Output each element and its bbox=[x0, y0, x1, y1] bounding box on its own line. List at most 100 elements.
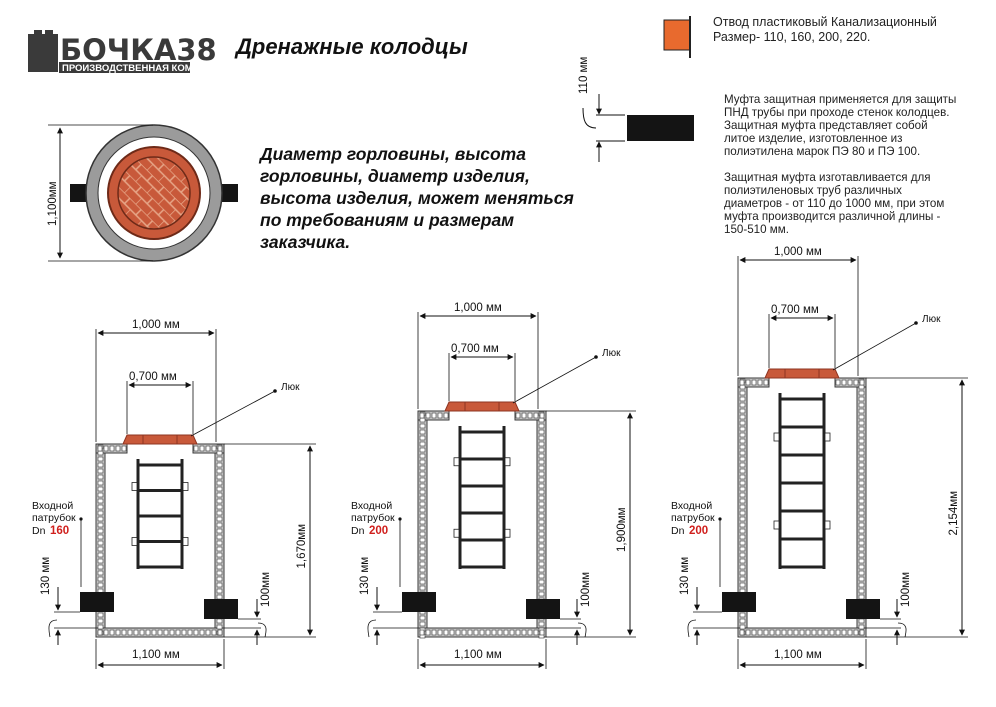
wall-block bbox=[157, 629, 163, 636]
wall-block bbox=[151, 629, 157, 636]
wall-block bbox=[419, 412, 425, 419]
wall-block bbox=[858, 618, 865, 624]
ladder-bracket bbox=[182, 482, 189, 491]
logo-subtitle: ПРОИЗВОДСТВЕННАЯ КОМПАНИЯ bbox=[62, 63, 227, 74]
ladder-bracket bbox=[504, 528, 511, 538]
wall-block bbox=[538, 489, 545, 495]
wall-block bbox=[739, 402, 746, 408]
wall-block bbox=[739, 438, 746, 444]
wall-block bbox=[858, 408, 865, 414]
wall-block bbox=[841, 379, 847, 386]
wall-block bbox=[739, 516, 746, 522]
wall-block bbox=[538, 501, 545, 507]
wall-block bbox=[739, 564, 746, 570]
wall-block bbox=[97, 474, 104, 480]
wall-block bbox=[97, 510, 104, 516]
wall-block bbox=[527, 412, 533, 419]
wall-block bbox=[109, 445, 115, 452]
wall-block bbox=[793, 629, 799, 636]
wall-block bbox=[781, 629, 787, 636]
wall-block bbox=[419, 447, 426, 453]
wall-block bbox=[419, 501, 426, 507]
wall-block bbox=[97, 570, 104, 576]
wall-block bbox=[739, 414, 746, 420]
left-offset-label: 130 мм bbox=[679, 557, 691, 595]
wall-block bbox=[437, 629, 443, 636]
top-view: 1,100мм bbox=[47, 124, 238, 262]
wall-block bbox=[538, 477, 545, 483]
outlet-pipe bbox=[526, 599, 560, 619]
wall-block bbox=[739, 510, 746, 516]
wall-block bbox=[739, 540, 746, 546]
wall-block bbox=[533, 412, 539, 419]
wall-block bbox=[745, 379, 751, 386]
dn-value: 160 bbox=[50, 525, 69, 537]
wall-block bbox=[835, 629, 841, 636]
hatch-leader-dot bbox=[273, 389, 277, 393]
top-width-label: 1,000 мм bbox=[774, 246, 822, 258]
wall-block bbox=[216, 504, 223, 510]
wall-block bbox=[817, 629, 823, 636]
dn-value: 200 bbox=[369, 525, 388, 537]
description-line-4: по требованиям и размерам bbox=[260, 210, 514, 230]
sleeve-illustration: 110 мм bbox=[578, 57, 694, 162]
wall-block bbox=[216, 474, 223, 480]
wall-block bbox=[449, 629, 455, 636]
bottom-width-label: 1,100 мм bbox=[132, 649, 180, 661]
wall-block bbox=[216, 576, 223, 582]
wall-block bbox=[799, 629, 805, 636]
wall-block bbox=[858, 546, 865, 552]
wall-block bbox=[751, 629, 757, 636]
wall-block bbox=[127, 629, 133, 636]
wall-block bbox=[538, 495, 545, 501]
wall-block bbox=[97, 546, 104, 552]
wall-block bbox=[419, 441, 426, 447]
branch-pipe-icon bbox=[663, 19, 691, 51]
wall-block bbox=[858, 492, 865, 498]
wall-block bbox=[739, 504, 746, 510]
well-wall bbox=[737, 377, 867, 638]
dimension-hook bbox=[367, 619, 377, 638]
wall-block bbox=[739, 498, 746, 504]
wall-block bbox=[538, 447, 545, 453]
inlet-label-line-2: патрубок bbox=[32, 512, 76, 524]
wall-block bbox=[538, 471, 545, 477]
hatch-label: Люк bbox=[602, 348, 621, 359]
wall-block bbox=[419, 513, 426, 519]
wall-block bbox=[187, 629, 193, 636]
wall-block bbox=[216, 594, 223, 600]
description-line-3: высота изделия, может меняться bbox=[260, 188, 574, 208]
wall-block bbox=[858, 432, 865, 438]
wall-block bbox=[805, 629, 811, 636]
wall-block bbox=[538, 525, 545, 531]
wall-block bbox=[739, 624, 746, 630]
wall-block bbox=[538, 555, 545, 561]
wall-block bbox=[858, 420, 865, 426]
wall-block bbox=[739, 384, 746, 390]
wall-block bbox=[739, 486, 746, 492]
inlet-pipe bbox=[402, 592, 436, 612]
description-block: Диаметр горловины, высота горловины, диа… bbox=[258, 144, 574, 252]
wall-block bbox=[97, 534, 104, 540]
wall-block bbox=[133, 629, 139, 636]
wall-block bbox=[787, 629, 793, 636]
company-logo: БОЧКА38 ПРОИЗВОДСТВЕННАЯ КОМПАНИЯ bbox=[28, 30, 227, 74]
wall-block bbox=[216, 450, 223, 456]
wall-block bbox=[858, 534, 865, 540]
wall-block bbox=[539, 412, 545, 419]
neck-width-label: 0,700 мм bbox=[771, 304, 819, 316]
wall-block bbox=[419, 465, 426, 471]
wall-block bbox=[145, 629, 151, 636]
wall-block bbox=[538, 459, 545, 465]
wall-block bbox=[858, 588, 865, 594]
wall-block bbox=[858, 426, 865, 432]
wall-block bbox=[847, 379, 853, 386]
description-line-1: Диаметр горловины, высота bbox=[258, 144, 526, 164]
wall-block bbox=[97, 629, 103, 636]
hatch-lid bbox=[764, 368, 840, 379]
inlet-label-line-1: Входной bbox=[671, 500, 712, 512]
wall-block bbox=[431, 629, 437, 636]
